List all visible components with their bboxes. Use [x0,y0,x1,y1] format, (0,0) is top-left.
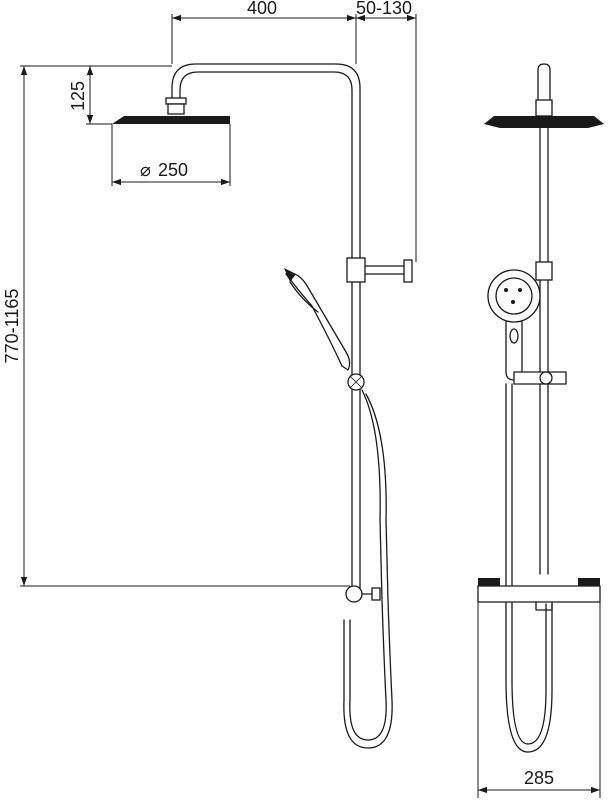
hand-shower-face [289,281,319,313]
front-upper-bracket [535,261,553,281]
width-dimension: 285 [477,602,601,798]
spray-selector-button [509,328,519,344]
wall-plate [403,259,413,283]
front-top-stub [537,63,551,101]
dimension-width: 285 [524,768,554,788]
front-hose-inner [511,383,547,745]
spray-nozzle-3 [511,300,515,304]
dimensions: 400 50-130 125 ⌀ 250 770-1165 [2,0,417,587]
front-hose-outer [505,383,553,753]
head-connector [167,103,185,115]
hand-shower-side [285,272,351,371]
dimension-arm-length: 400 [247,0,277,18]
dimension-height-range: 770-1165 [2,289,22,364]
front-riser [539,127,549,575]
extension-lines-width [477,602,601,798]
front-overhead-head [484,116,604,128]
hose-inner [343,393,393,749]
side-view [112,63,413,749]
diameter-symbol: ⌀ [140,160,151,180]
front-view [477,63,604,753]
lower-wall-mount [371,587,381,601]
thermostat-right-handle [578,578,600,586]
thermostat-left-handle [478,578,500,586]
bracket-arm [364,265,411,275]
dimension-wall-offset: 50-130 [356,0,412,18]
hand-shower-nozzle [284,268,296,282]
head-connector-top [165,97,187,105]
front-slider-knob [539,371,553,385]
overhead-arm-inner [179,71,353,259]
overhead-arm-outer [171,63,361,259]
extension-lines-top [171,14,417,262]
thermostat-outlet [535,601,553,611]
lower-bracket [345,585,363,603]
spray-nozzle-1 [504,288,508,292]
thermostat-bar [477,585,601,603]
hose-outer [349,389,387,741]
slider-detail [349,375,363,389]
upper-bracket-clamp [346,257,366,283]
riser-rail [351,281,361,589]
dimension-head-drop: 125 [68,81,88,111]
extension-lines-left [20,65,350,587]
front-spray-face [495,277,533,315]
overhead-shower-head [112,116,230,124]
spray-nozzle-2 [518,288,522,292]
dimension-head-diameter: 250 [158,160,188,180]
front-head-connector [535,99,553,117]
extension-lines-head [111,124,231,186]
